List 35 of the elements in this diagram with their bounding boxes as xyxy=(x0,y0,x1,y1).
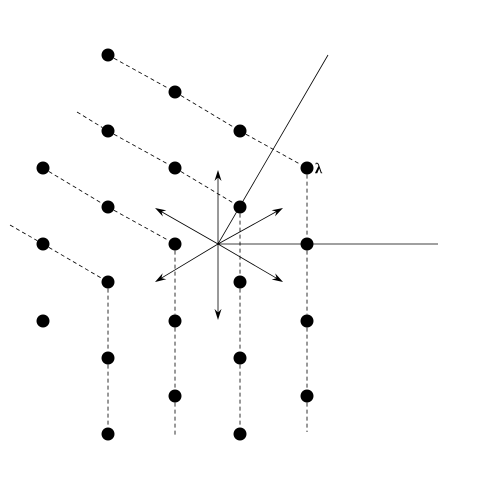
lattice-dot xyxy=(234,275,246,288)
dashed-line xyxy=(174,402,176,436)
dashed-line xyxy=(306,250,308,315)
lattice-dot xyxy=(36,314,50,328)
lattice-dot xyxy=(36,237,50,250)
dashed-line xyxy=(306,327,308,390)
lattice-dot xyxy=(102,351,114,364)
lattice-dot xyxy=(168,237,182,250)
lattice-dot xyxy=(168,314,182,328)
lattice-dot xyxy=(36,161,50,174)
dashed-line xyxy=(306,402,308,432)
dashed-line xyxy=(174,327,176,390)
dashed-line xyxy=(174,250,176,315)
lattice-dot xyxy=(168,389,182,402)
dashed-line xyxy=(10,224,38,242)
lattice-dot xyxy=(102,200,114,214)
dashed-line xyxy=(48,171,103,204)
lattice-dot xyxy=(234,124,246,138)
dashed-line xyxy=(48,246,103,279)
lattice-dot xyxy=(300,389,314,402)
dashed-line xyxy=(76,112,103,128)
dashed-line xyxy=(180,95,235,128)
node-label: λ xyxy=(315,162,322,174)
lattice-dot xyxy=(234,200,246,214)
lattice-dot xyxy=(102,275,114,288)
lattice-dot xyxy=(102,124,114,138)
lattice-dot xyxy=(234,351,246,364)
dashed-line xyxy=(180,171,235,204)
lattice-dot xyxy=(102,48,114,62)
lattice-dot xyxy=(168,85,182,98)
lattice-dot xyxy=(102,427,114,440)
lattice-dot xyxy=(234,427,246,440)
lattice-dot xyxy=(300,237,314,250)
lattice-dot xyxy=(168,161,182,174)
lattice-dot xyxy=(300,314,314,328)
